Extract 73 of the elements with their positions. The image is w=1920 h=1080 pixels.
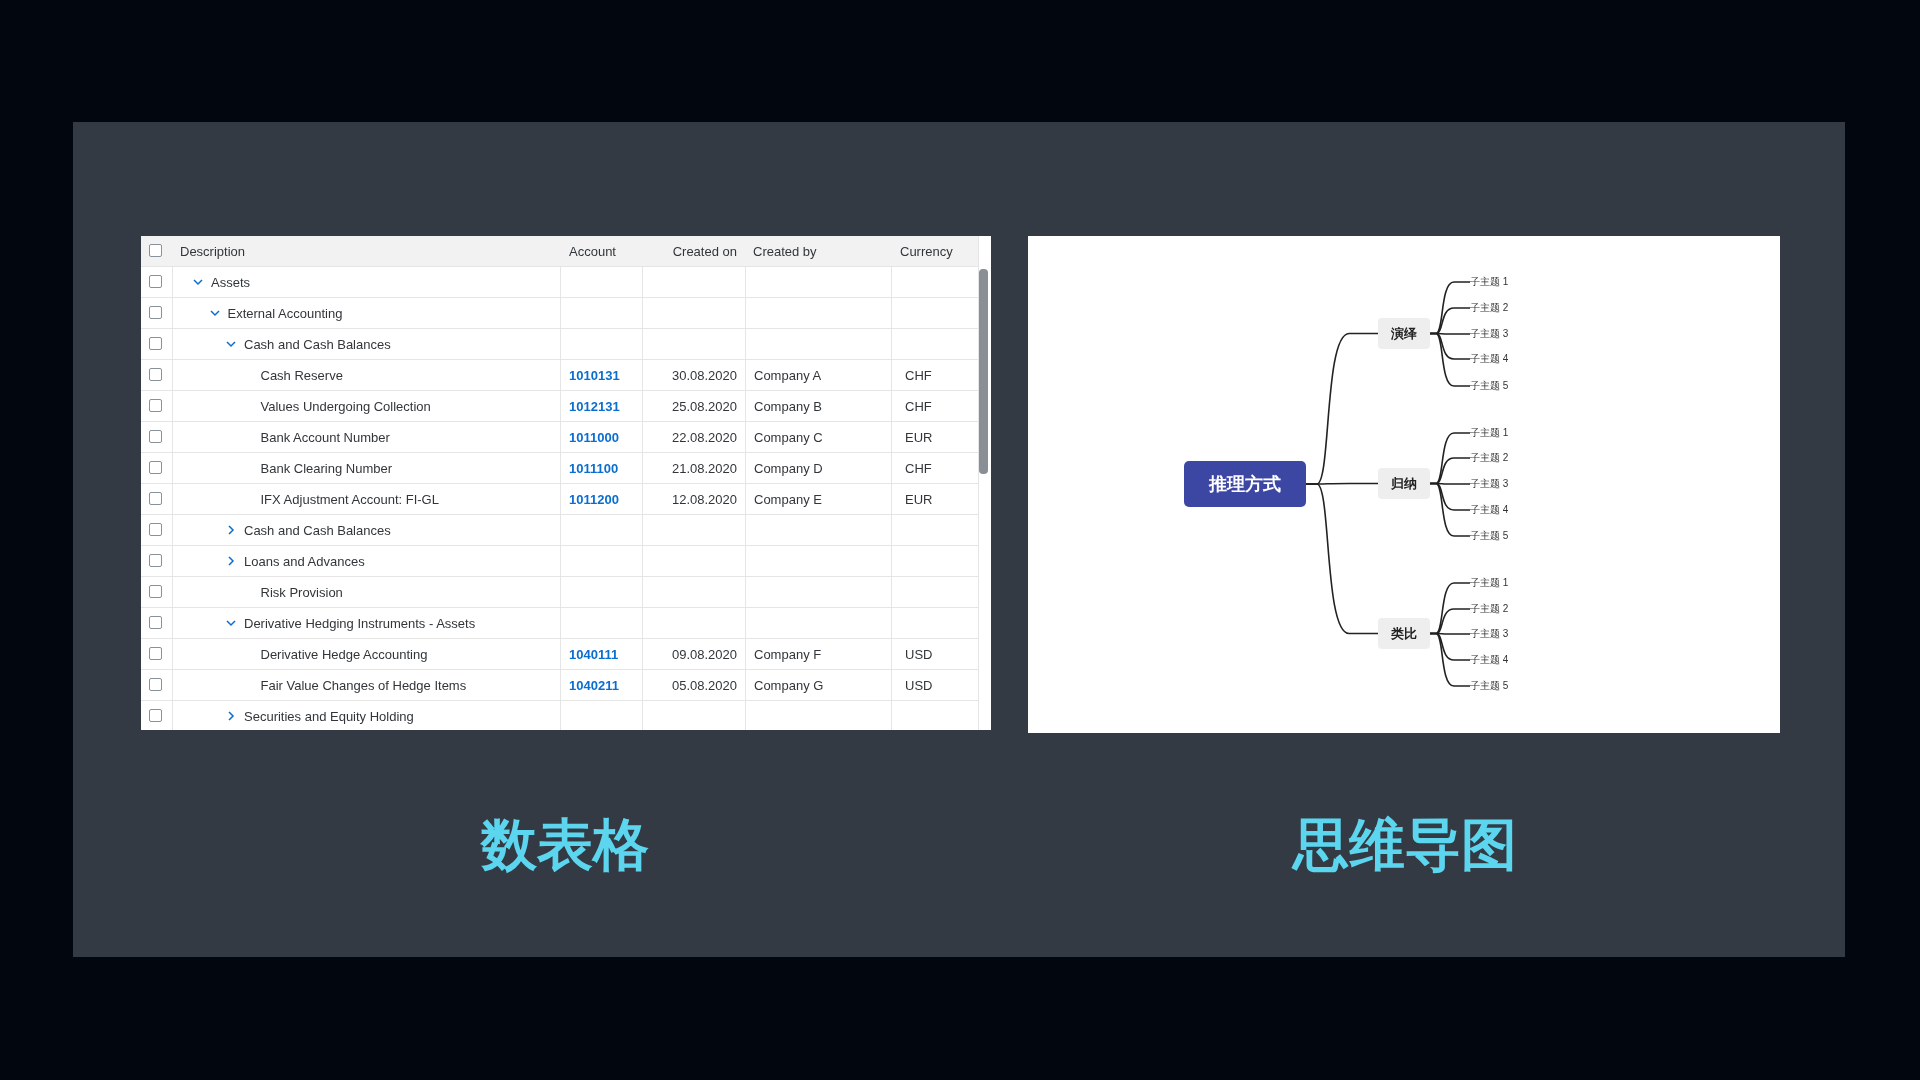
column-header: Created on (672, 244, 737, 259)
company-name: Company C (754, 430, 823, 445)
column-header: Currency (900, 244, 953, 259)
subtopic-text: 子主题 5 (1470, 378, 1509, 394)
column-header: Description (180, 244, 246, 259)
subtopic-text: 子主题 2 (1470, 450, 1509, 466)
row-description: Bank Account Number (260, 430, 390, 445)
date-text: 22.08.2020 (671, 430, 737, 445)
row-description: Assets (211, 275, 250, 290)
date-text: 09.08.2020 (671, 647, 737, 662)
row-description: Bank Clearing Number (260, 461, 392, 476)
company-name: Company A (754, 368, 822, 383)
currency-code: USD (905, 647, 933, 662)
subtopic-text: 子主题 4 (1470, 652, 1509, 668)
company-name: Company B (754, 399, 822, 414)
row-description: Securities and Equity Holding (244, 709, 414, 724)
company-name: Company D (754, 461, 823, 476)
currency-code: EUR (905, 492, 933, 507)
subtopic-text: 子主题 2 (1470, 601, 1509, 617)
connector-line (1429, 482, 1471, 537)
row-description: Derivative Hedging Instruments - Assets (244, 616, 476, 631)
subtopic-text: 子主题 4 (1470, 502, 1509, 518)
subtopic-text: 子主题 5 (1470, 678, 1509, 694)
currency-code: CHF (905, 461, 932, 476)
row-description: External Accounting (227, 306, 343, 321)
date-text: 05.08.2020 (671, 678, 737, 693)
currency-code: USD (905, 678, 933, 693)
row-description: Cash Reserve (260, 368, 343, 383)
subtopic-text: 子主题 1 (1470, 425, 1509, 441)
subtopic-text: 子主题 3 (1470, 476, 1509, 492)
main-topic: 类比 (1378, 618, 1430, 649)
section-caption: 数表格 (481, 811, 649, 879)
main-topic: 演绎 (1378, 318, 1430, 349)
subtopic-text: 子主题 3 (1470, 626, 1509, 642)
row-description: Loans and Advances (244, 554, 365, 569)
main-topic: 归纳 (1378, 468, 1430, 499)
row-description: Values Undergoing Collection (260, 399, 431, 414)
account-link: 1040211 (569, 678, 619, 693)
subtopic-text: 子主题 1 (1470, 575, 1509, 591)
section-caption: 思维导图 (1293, 811, 1517, 879)
subtopic-text: 子主题 1 (1470, 274, 1509, 290)
row-description: Cash and Cash Balances (244, 337, 391, 352)
currency-code: CHF (905, 368, 932, 383)
column-header: Account (569, 244, 616, 259)
company-name: Company F (754, 647, 822, 662)
company-name: Company G (754, 678, 824, 693)
account-link: 1012131 (569, 399, 620, 414)
subtopic-text: 子主题 4 (1470, 351, 1509, 367)
account-link: 1040111 (569, 647, 619, 662)
account-link: 1010131 (569, 368, 620, 383)
central-topic: 推理方式 (1184, 461, 1306, 507)
row-description: Fair Value Changes of Hedge Items (260, 678, 467, 693)
subtopic-text: 子主题 2 (1470, 300, 1509, 316)
company-name: Company E (754, 492, 822, 507)
row-description: IFX Adjustment Account: FI-GL (260, 492, 439, 507)
account-link: 1011100 (569, 461, 619, 476)
account-link: 1011000 (569, 430, 619, 445)
date-text: 30.08.2020 (671, 368, 737, 383)
currency-code: CHF (905, 399, 932, 414)
column-header: Created by (753, 244, 817, 259)
account-link: 1011200 (569, 492, 619, 507)
subtopic-text: 子主题 5 (1470, 528, 1509, 544)
connector-line (1429, 632, 1471, 687)
date-text: 12.08.2020 (671, 492, 737, 507)
date-text: 25.08.2020 (671, 399, 737, 414)
connector-line (1305, 483, 1379, 635)
date-text: 21.08.2020 (671, 461, 737, 476)
currency-code: EUR (905, 430, 933, 445)
row-description: Risk Provision (260, 585, 343, 600)
row-description: Cash and Cash Balances (244, 523, 391, 538)
row-description: Derivative Hedge Accounting (260, 647, 428, 662)
connector-line (1429, 332, 1471, 387)
subtopic-text: 子主题 3 (1470, 326, 1509, 342)
